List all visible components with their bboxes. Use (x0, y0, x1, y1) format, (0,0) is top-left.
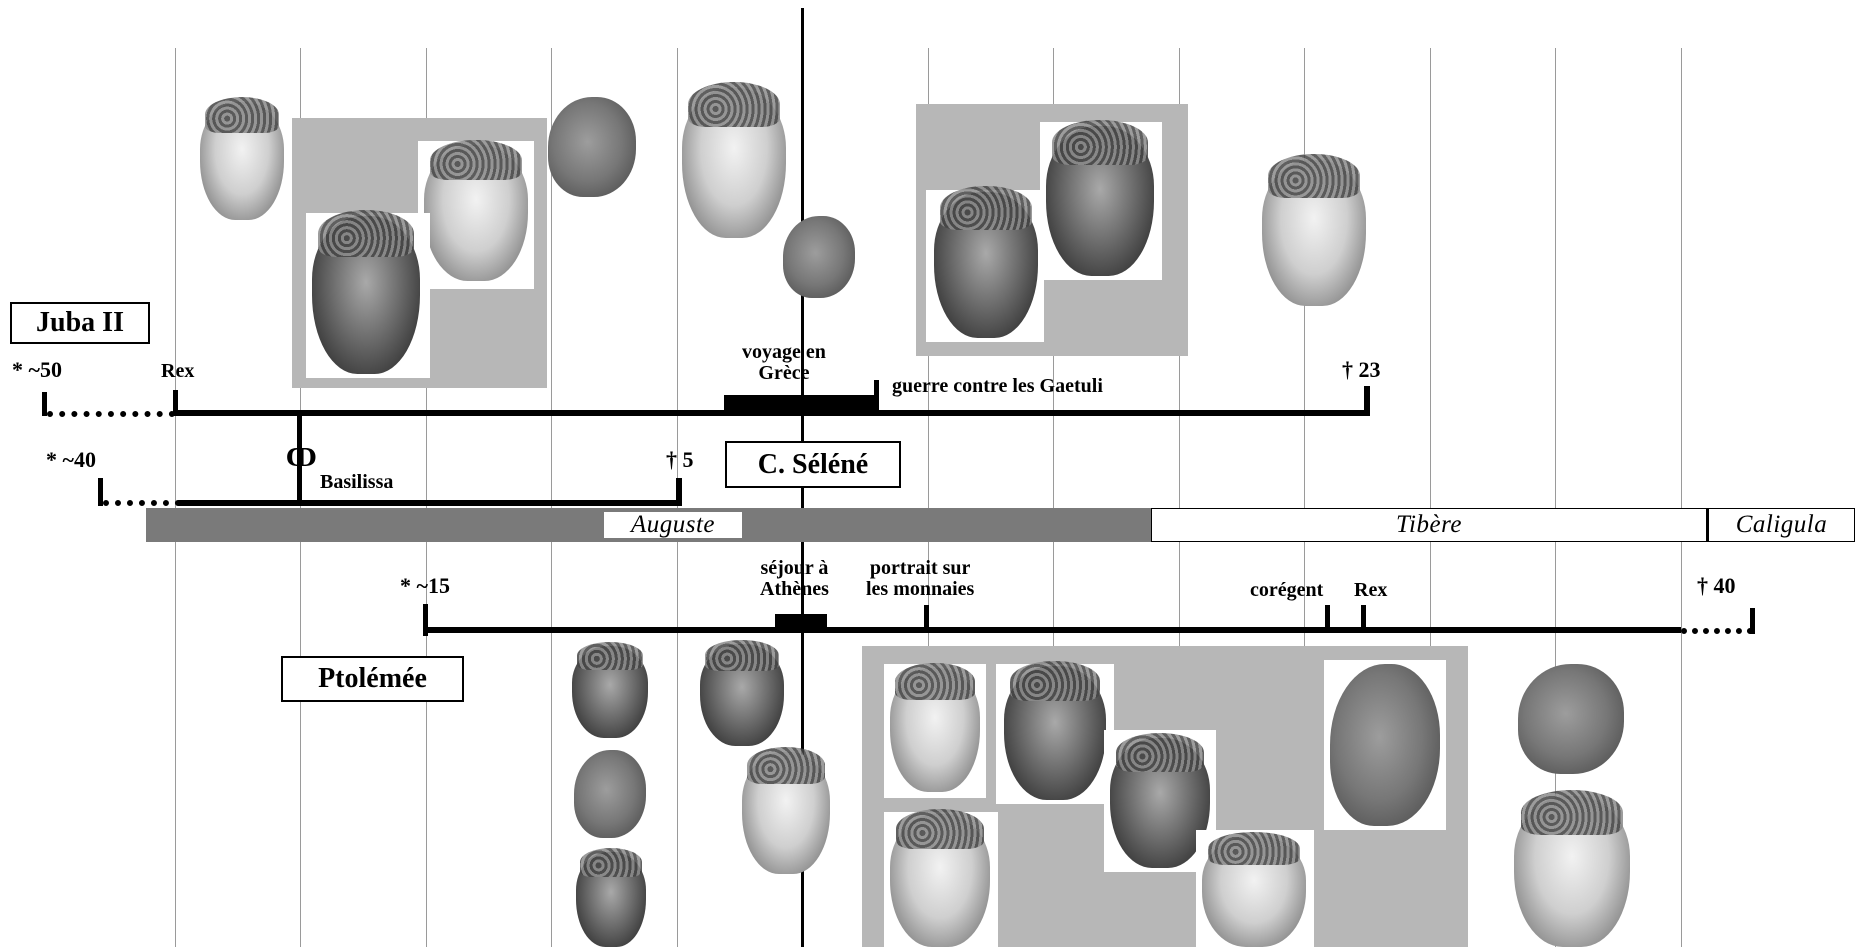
portrait-head-icon (783, 216, 855, 298)
portrait-head-icon (200, 102, 284, 220)
juba-name-box: Juba II (10, 302, 150, 344)
grid-line (175, 48, 176, 947)
juba-war-tick (874, 380, 879, 414)
portrait-head-icon (574, 750, 646, 838)
portrait-head-icon (890, 668, 980, 792)
ptolemy-portrait-label: portrait sur les monnaies (866, 558, 974, 600)
portrait-head-icon (1514, 796, 1630, 947)
portrait-head-icon (572, 646, 648, 738)
ptolemy-athens-block (775, 614, 827, 629)
portrait-head-icon (1046, 126, 1154, 276)
reign-caligula-bar: Caligula (1707, 508, 1855, 542)
juba-war-label: guerre contre les Gaetuli (892, 376, 1103, 397)
juba-rex-tick (173, 390, 178, 416)
selene-uncertain-dash (103, 500, 181, 506)
portrait-head-icon (1202, 836, 1306, 947)
selene-basilissa-label: Basilissa (320, 472, 393, 493)
marriage-rings-icon: ↀ (286, 447, 316, 472)
ptolemy-portrait-tick (924, 605, 929, 631)
ptolemy-death-label: † 40 (1697, 574, 1736, 597)
ptolemy-sejour-label: séjour à Athènes (760, 558, 829, 600)
selene-death-label: † 5 (666, 448, 694, 471)
selene-name: C. Séléné (758, 449, 868, 481)
portrait-head-icon (682, 88, 786, 238)
selene-death-tick (676, 478, 682, 506)
ptolemy-rex-tick (1361, 605, 1366, 631)
juba-death-label: † 23 (1342, 358, 1381, 381)
portrait-head-icon (1004, 666, 1106, 800)
reign-augustus-label-box: Auguste (604, 512, 742, 538)
ptolemy-life-line (423, 627, 1681, 633)
ptolemy-birth-label: * ~15 (400, 574, 450, 597)
portrait-head-icon (1262, 160, 1366, 306)
ptolemy-name: Ptolémée (318, 663, 427, 695)
ptolemy-rex-label: Rex (1354, 580, 1387, 601)
juba-birth-label: * ~50 (12, 358, 62, 381)
reign-tiberius-label: Tibère (1152, 509, 1706, 540)
grid-line (1681, 48, 1682, 947)
grid-line (551, 48, 552, 947)
portrait-head-icon (890, 814, 990, 947)
reign-caligula-label: Caligula (1709, 509, 1854, 540)
portrait-head-icon (576, 852, 646, 947)
portrait-head-icon (1518, 664, 1624, 774)
portrait-head-icon (312, 216, 420, 374)
juba-name: Juba II (36, 307, 124, 339)
selene-birth-label: * ~40 (46, 448, 96, 471)
selene-life-line (178, 500, 682, 506)
portrait-head-icon (1330, 664, 1440, 826)
reign-augustus-label: Auguste (604, 512, 742, 538)
juba-voyage-label: voyage en Grèce (742, 342, 826, 384)
portrait-head-icon (1110, 738, 1210, 868)
juba-uncertain-dash (47, 411, 175, 417)
portrait-head-icon (934, 192, 1038, 338)
juba-death-tick (1364, 386, 1370, 416)
reign-tiberius-bar: Tibère (1151, 508, 1707, 542)
portrait-head-icon (700, 644, 784, 746)
portrait-head-icon (548, 97, 636, 197)
ptolemy-death-tick (1750, 608, 1755, 634)
ptolemy-name-box: Ptolémée (281, 656, 464, 702)
portrait-head-icon (742, 752, 830, 874)
ptolemy-coregent-label: corégent (1250, 580, 1323, 601)
juba-voyage-block (724, 395, 879, 412)
ptolemy-uncertain-dash (1681, 628, 1753, 634)
juba-rex-label: Rex (161, 361, 194, 382)
portrait-head-icon (424, 145, 528, 281)
selene-name-box: C. Séléné (725, 441, 901, 488)
ptolemy-coregent-tick (1325, 605, 1330, 631)
